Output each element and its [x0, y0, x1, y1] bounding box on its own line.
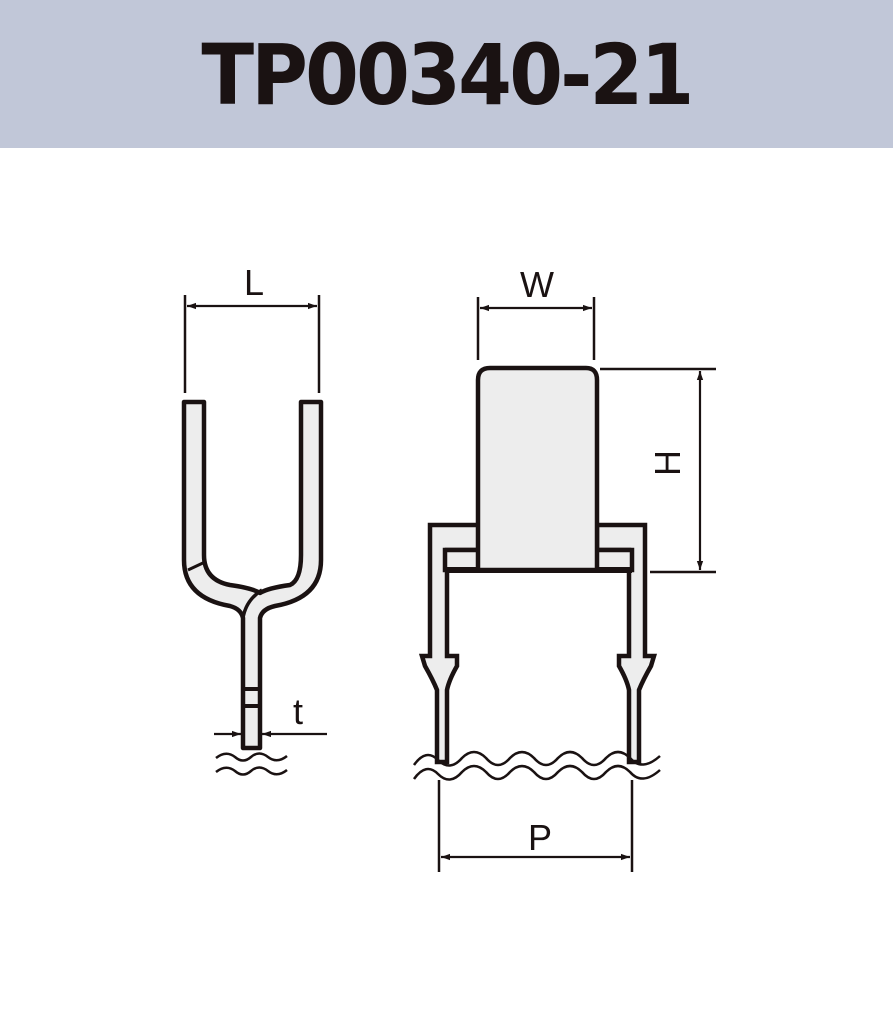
side-view: L t [181, 262, 327, 776]
technical-drawing: L t W [0, 148, 893, 1016]
left-leg [418, 522, 483, 765]
dimension-label-h: H [647, 450, 688, 476]
dimension-label-t: t [293, 691, 303, 732]
dimension-label-l: L [244, 262, 264, 303]
u-terminal-body [181, 399, 324, 751]
right-leg [594, 522, 658, 765]
front-view: W H P [412, 264, 716, 872]
title-banner: TP00340-21 [0, 0, 893, 148]
dimension-label-p: P [528, 817, 552, 858]
housing-body [475, 365, 600, 573]
dimension-label-w: W [520, 264, 554, 305]
part-number-title: TP00340-21 [201, 26, 694, 124]
